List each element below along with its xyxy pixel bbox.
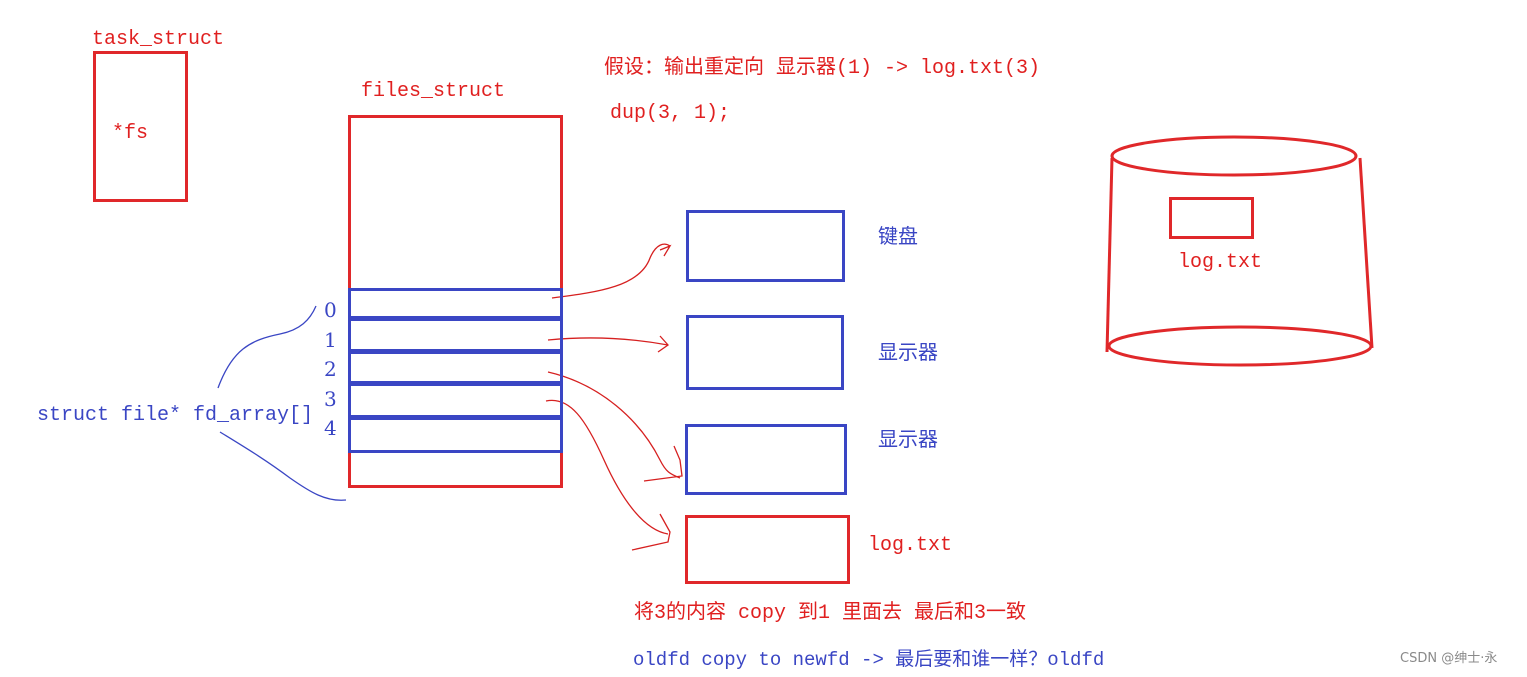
arrow-fd1-display [547, 337, 669, 346]
fd-array-label: struct file* fd_array[] [37, 404, 314, 427]
fd-index-1: 1 [324, 328, 337, 352]
fd-slot-0 [348, 288, 563, 319]
arrow-fd3-logfile [545, 399, 669, 535]
arrow-fd0-keyboard-head [659, 244, 672, 257]
fd-index-0: 0 [324, 298, 337, 322]
keyboard-box [686, 210, 845, 282]
files-struct-title: files_struct [361, 80, 506, 103]
fd-index-2: 2 [324, 357, 337, 381]
fd-slot-1 [348, 318, 563, 352]
task-struct-fs-field: *fs [112, 122, 149, 145]
fd-index-4: 4 [324, 416, 337, 440]
disk-file-box [1169, 197, 1254, 239]
arrow-fd1-display-head [657, 335, 669, 353]
fd-slot-2 [348, 351, 563, 384]
arrow-fd3-logfile-head [631, 513, 671, 551]
arrow-fd2-display-head [643, 445, 683, 482]
task-struct-title: task_struct [92, 28, 225, 51]
fd-index-3: 3 [324, 387, 337, 411]
display-label-1: 显示器 [878, 340, 938, 364]
display-box-2 [685, 424, 847, 495]
task-struct-box [93, 51, 188, 202]
disk-cylinder [1105, 135, 1374, 367]
logfile-box [685, 515, 850, 584]
brace-upper [217, 305, 317, 389]
fd-slot-3 [348, 383, 563, 418]
dup-call: dup(3, 1); [610, 102, 731, 125]
copy-explanation: 将3的内容 copy 到1 里面去 最后和3一致 [634, 602, 1027, 625]
watermark: CSDN @绅士·永 [1400, 651, 1498, 666]
display-label-2: 显示器 [878, 427, 938, 451]
display-box-1 [686, 315, 844, 390]
disk-file-label: log.txt [1178, 251, 1263, 274]
brace-lower [219, 431, 347, 501]
logfile-label: log.txt [868, 534, 953, 557]
arrow-fd0-keyboard [551, 243, 671, 299]
keyboard-label: 键盘 [878, 224, 918, 248]
fd-slot-4 [348, 417, 563, 453]
oldfd-explanation: oldfd copy to newfd -> 最后要和谁一样？oldfd [633, 649, 1105, 671]
redirect-note: 假设：输出重定向 显示器(1) -> log.txt(3) [604, 57, 1041, 80]
arrow-fd2-display [547, 371, 681, 479]
